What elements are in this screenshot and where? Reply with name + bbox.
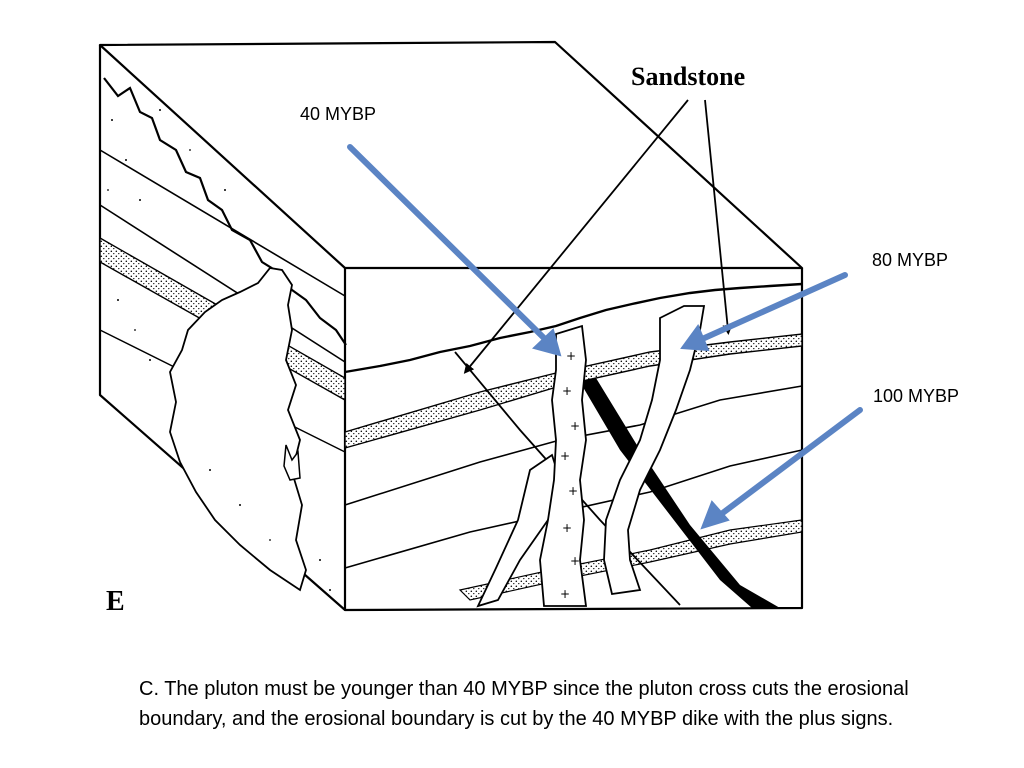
svg-text:+: + [562, 384, 572, 398]
arrow-100-mybp [717, 407, 863, 518]
svg-text:+: + [562, 521, 572, 535]
svg-text:+: + [560, 449, 570, 463]
sandstone-pointers [463, 99, 733, 374]
answer-caption: C. The pluton must be younger than 40 MY… [139, 678, 909, 730]
age-label-80-mybp: 80 MYBP [872, 250, 949, 270]
age-arrows [347, 144, 863, 530]
svg-text:+: + [570, 419, 580, 433]
black-dike-100-mybp [580, 378, 780, 608]
svg-text:+: + [568, 484, 578, 498]
dike-plus-signs: + + + + + + + + [560, 349, 580, 601]
left-face-speckles [107, 109, 331, 591]
age-label-100-mybp: 100 MYBP [873, 386, 960, 406]
left-face-inner-contact [283, 444, 301, 481]
geologic-block-diagram: + + + + + + + + [98, 40, 863, 612]
age-label-40-mybp: 40 MYBP [300, 104, 377, 124]
top-face-erosional-boundary [103, 77, 347, 346]
svg-text:+: + [566, 349, 576, 363]
dike-40-mybp [539, 324, 588, 607]
arrow-40-mybp [347, 144, 549, 343]
left-face-layers [99, 149, 346, 363]
front-face-layers [344, 385, 803, 569]
svg-text:+: + [570, 554, 580, 568]
left-face-pluton [169, 267, 307, 592]
arrow-80-mybp [697, 272, 848, 343]
figure-letter: E [106, 586, 125, 617]
svg-text:+: + [560, 587, 570, 601]
sandstone-label: Sandstone [631, 62, 746, 91]
